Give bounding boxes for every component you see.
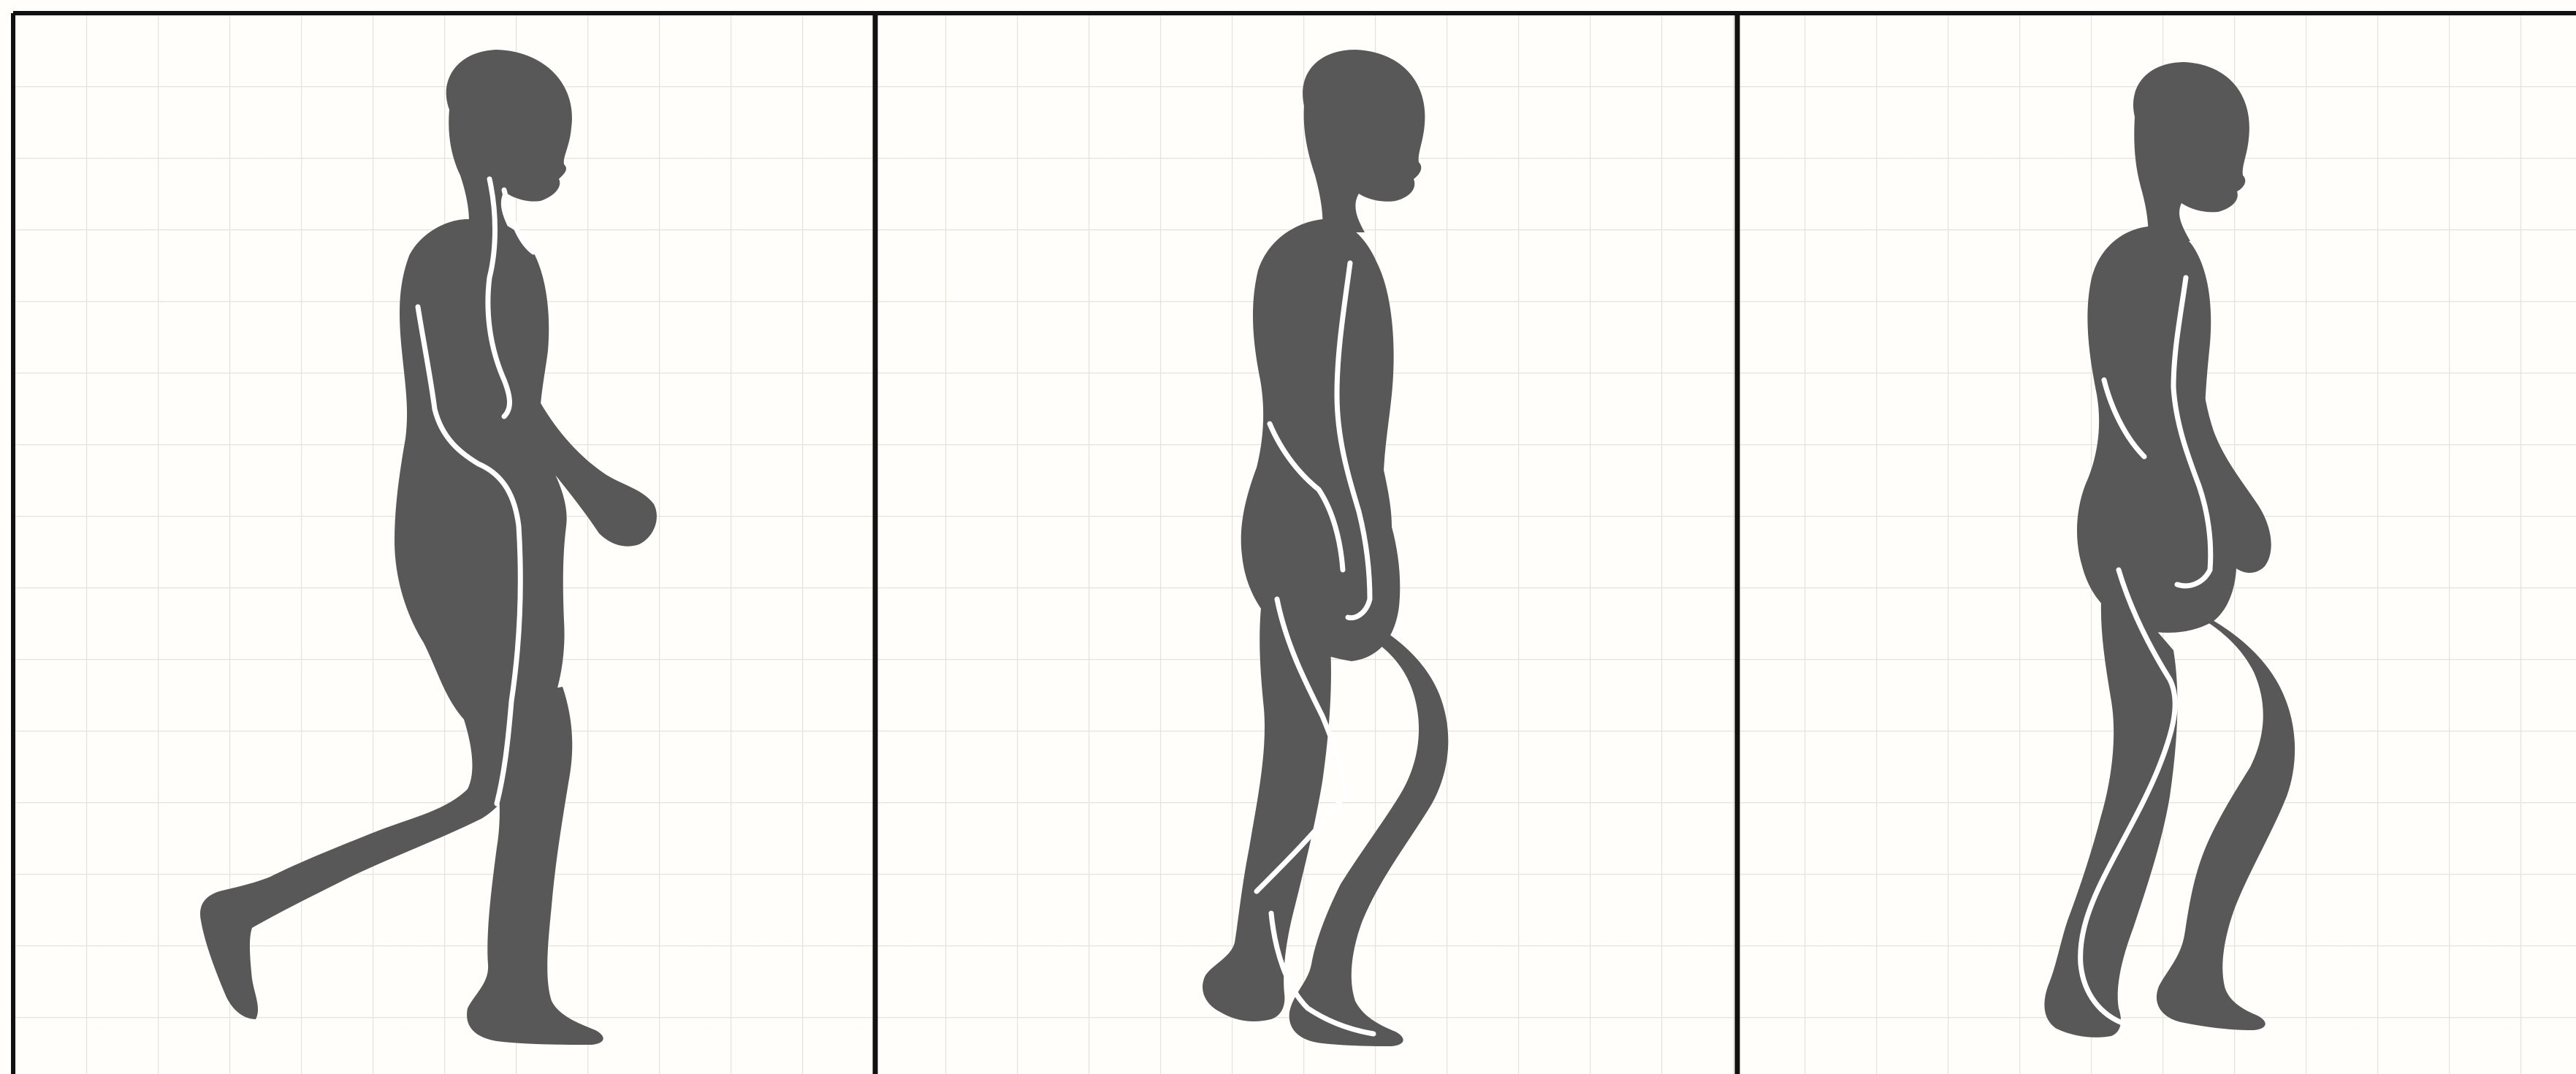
walking-sequence-svg <box>0 0 2576 1074</box>
walking-sequence-figure <box>0 0 2576 1074</box>
